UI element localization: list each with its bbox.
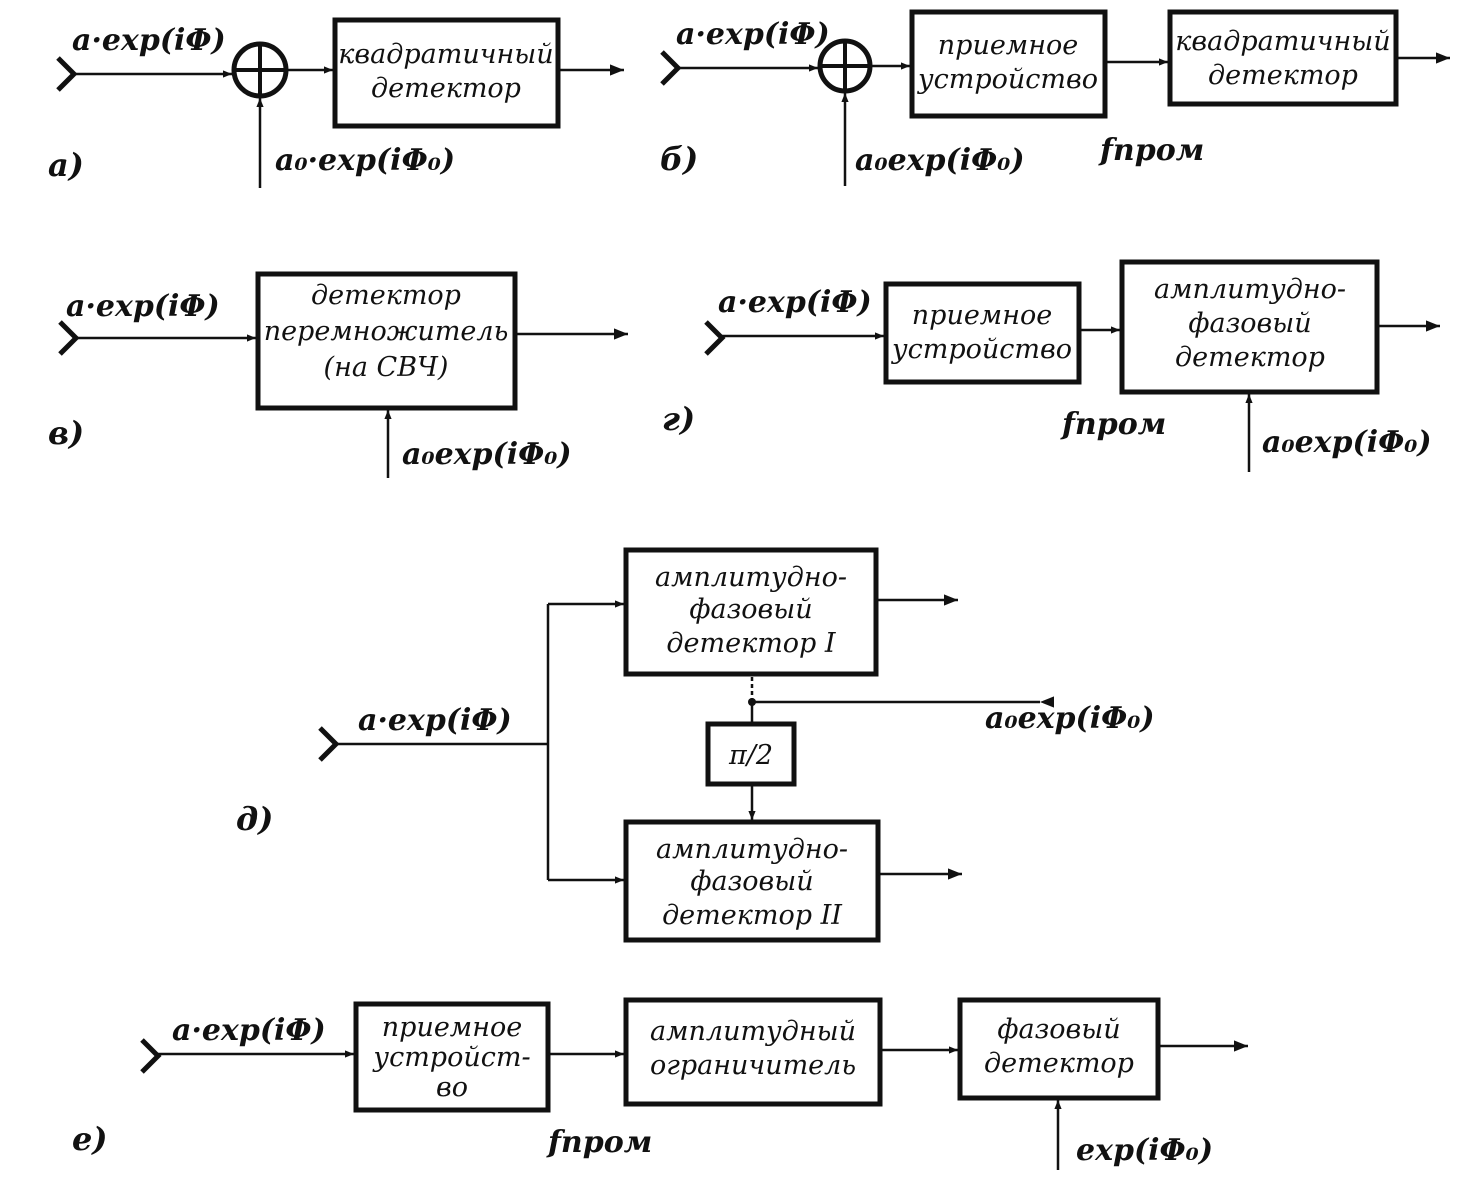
block-label-line: устройство <box>917 64 1098 95</box>
block-label-line: (на СВЧ) <box>324 352 449 383</box>
diagram-tag: б) <box>660 140 698 178</box>
block-label-line: перемножитель <box>264 316 509 347</box>
block-label-line: квадратичный <box>1175 26 1390 57</box>
block-label-line: детектор <box>984 1048 1134 1079</box>
diagram-e: приемное устройст- во амплитудный ограни… <box>72 997 1248 1170</box>
ref-signal-label: a₀exp(iΦ₀) <box>402 437 572 472</box>
block-label-line: детектор <box>371 73 521 104</box>
block-label-line: приемное <box>912 300 1052 331</box>
diagram-b: приемное устройство квадратичный детекто… <box>660 9 1450 186</box>
block-label-line: детектор <box>311 280 461 311</box>
block-label-line: устройст- <box>372 1042 530 1073</box>
diagram-tag: д) <box>236 800 273 838</box>
if-frequency-label: fпром <box>1060 407 1166 442</box>
input-signal-label: a·exp(iΦ) <box>718 285 872 320</box>
ref-signal-label: a₀exp(iΦ₀) <box>855 143 1025 178</box>
ref-signal-label: a₀exp(iΦ₀) <box>985 701 1155 736</box>
block-amplitude-limiter <box>623 997 883 1107</box>
input-signal-label: a·exp(iΦ) <box>172 1013 326 1048</box>
block-label-line: устройство <box>891 334 1072 365</box>
block-square-detector <box>332 17 561 129</box>
block-label-line: приемное <box>382 1012 522 1043</box>
summer-icon <box>231 41 289 99</box>
block-phase-detector <box>957 997 1161 1101</box>
block-square-detector <box>1167 9 1399 107</box>
block-label-line: фазовый <box>1188 308 1311 339</box>
block-label-line: детектор <box>1208 60 1358 91</box>
ref-signal-label: a₀exp(iΦ₀) <box>1262 425 1432 460</box>
block-label-line: амплитудно- <box>656 834 848 865</box>
diagram-a: квадратичный детектор a·exp(iΦ) a₀·exp(i… <box>48 17 624 188</box>
if-frequency-label: fпром <box>546 1125 652 1160</box>
diagram-d: амплитудно- фазовый детектор I амплитудн… <box>236 547 1155 943</box>
block-amp-phase-detector-2 <box>623 819 881 943</box>
block-receiver <box>353 1001 551 1113</box>
block-receiver <box>883 281 1082 385</box>
block-label-line: детектор II <box>662 900 843 931</box>
diagram-tag: а) <box>48 146 84 184</box>
block-label-line: фазовый <box>689 594 812 625</box>
block-label-line: ограничитель <box>650 1050 856 1081</box>
block-label-line: детектор I <box>666 628 837 659</box>
diagram-tag: г) <box>662 400 695 438</box>
input-chevron <box>318 726 340 762</box>
block-label-line: фазовый <box>997 1014 1120 1045</box>
ref-signal-label: exp(iΦ₀) <box>1076 1133 1213 1168</box>
input-chevron <box>140 1038 162 1074</box>
ref-signal-label: a₀·exp(iΦ₀) <box>275 143 455 178</box>
input-chevron <box>704 320 726 356</box>
block-label-line: амплитудно- <box>1154 274 1346 305</box>
block-label-line: амплитудный <box>650 1016 856 1047</box>
diagram-g: приемное устройство амплитудно- фазовый … <box>662 259 1440 472</box>
block-label-line: квадратичный <box>338 39 553 70</box>
input-chevron <box>58 320 80 356</box>
block-label-line: приемное <box>938 30 1078 61</box>
input-signal-label: a·exp(iΦ) <box>676 17 830 52</box>
block-amp-phase-detector-1 <box>623 547 879 677</box>
block-amp-phase-detector <box>1119 259 1380 395</box>
phase-shift-label: π/2 <box>728 740 773 771</box>
diagram-tag: е) <box>72 1120 108 1158</box>
block-label-line: амплитудно- <box>655 562 847 593</box>
block-label-line: фазовый <box>690 866 813 897</box>
block-phase-shifter <box>705 721 797 787</box>
diagram-v: детектор перемножитель (на СВЧ) a·exp(iΦ… <box>48 271 628 478</box>
input-signal-label: a·exp(iΦ) <box>72 23 226 58</box>
input-signal-label: a·exp(iΦ) <box>358 703 512 738</box>
input-chevron <box>56 56 78 92</box>
input-chevron <box>660 50 682 86</box>
if-frequency-label: fпром <box>1098 133 1204 168</box>
block-receiver <box>909 9 1108 119</box>
block-multiplier-detector <box>255 271 518 411</box>
block-label-line: детектор <box>1175 342 1325 373</box>
block-label-line: во <box>436 1072 468 1103</box>
diagram-tag: в) <box>48 414 84 452</box>
input-signal-label: a·exp(iΦ) <box>66 289 220 324</box>
